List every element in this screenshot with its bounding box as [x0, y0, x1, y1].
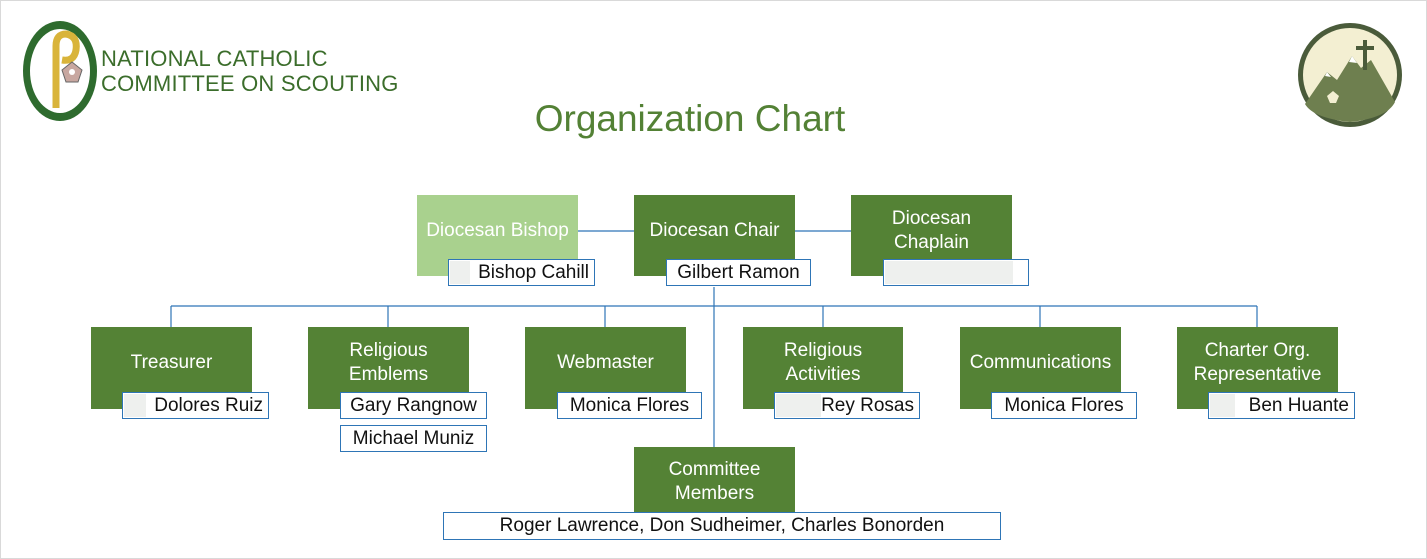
treasurer-label: Treasurer [130, 352, 213, 373]
webmaster-label: Webmaster [557, 352, 654, 373]
org-name-line1: NATIONAL CATHOLIC [101, 46, 328, 71]
emblems-name-2: Michael Muniz [340, 425, 487, 452]
charter-org-name: Ben Huante [1208, 392, 1355, 419]
diocesan-bishop-label: Diocesan Bishop [426, 219, 569, 241]
mountain-cross-emblem [1297, 22, 1403, 128]
religious-activities-label: Religious Activities [783, 340, 863, 385]
charter-org-label: Charter Org. Representative [1193, 340, 1322, 385]
page-title: Organization Chart [534, 98, 846, 139]
diocesan-chaplain-label: Diocesan Chaplain [891, 207, 972, 253]
emblems-name-1: Gary Rangnow [340, 392, 487, 419]
chaplain-name [883, 259, 1029, 286]
communications-name: Monica Flores [991, 392, 1137, 419]
org-name: NATIONAL CATHOLIC COMMITTEE ON SCOUTING [101, 46, 399, 96]
activities-name: Rey Rosas [774, 392, 920, 419]
webmaster-name: Monica Flores [557, 392, 702, 419]
committee-members-label: Committee Members [668, 459, 761, 504]
bishop-name: Bishop Cahill [448, 259, 595, 286]
chair-name: Gilbert Ramon [666, 259, 811, 286]
religious-emblems-label: Religious Emblems [348, 340, 429, 385]
org-name-line2: COMMITTEE ON SCOUTING [101, 71, 399, 96]
nccs-logo [22, 20, 98, 122]
diocesan-chair-label: Diocesan Chair [649, 219, 780, 241]
committee-members-names: Roger Lawrence, Don Sudheimer, Charles B… [443, 512, 1001, 540]
treasurer-name: Dolores Ruiz [122, 392, 269, 419]
communications-label: Communications [969, 352, 1112, 373]
